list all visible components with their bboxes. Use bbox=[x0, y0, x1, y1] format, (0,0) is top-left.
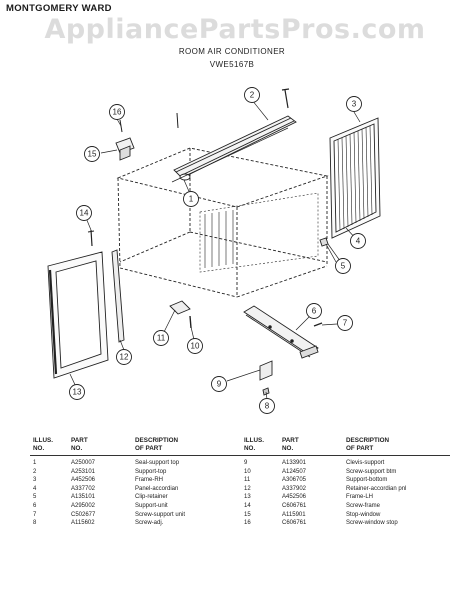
callout-6: 6 bbox=[312, 307, 317, 316]
callout-1: 1 bbox=[189, 195, 194, 204]
part-stop-window bbox=[115, 137, 135, 161]
header-illus-no: ILLUS.NO. bbox=[30, 437, 71, 456]
callout-4: 4 bbox=[356, 237, 361, 246]
callout-2: 2 bbox=[250, 91, 255, 100]
part-frame-rh bbox=[329, 117, 381, 239]
callout-12: 12 bbox=[120, 353, 129, 362]
callout-11: 11 bbox=[157, 334, 166, 343]
part-clevis-support bbox=[259, 360, 273, 381]
diagram-title: ROOM AIR CONDITIONER bbox=[178, 47, 286, 56]
part-frame-lh bbox=[47, 251, 109, 379]
part-support-bottom bbox=[169, 300, 191, 315]
callout-16: 16 bbox=[113, 108, 122, 117]
part-retainer bbox=[111, 249, 125, 343]
part-support-top bbox=[173, 115, 297, 181]
callout-8: 8 bbox=[265, 402, 270, 411]
callout-10: 10 bbox=[191, 342, 200, 351]
callout-13: 13 bbox=[73, 388, 82, 397]
part-support-unit bbox=[243, 305, 319, 359]
callout-14: 14 bbox=[80, 209, 89, 218]
watermark: AppliancePartsPros.com bbox=[44, 14, 426, 45]
model-number: VWE5167B bbox=[209, 60, 255, 69]
part-seal-support-top bbox=[171, 127, 289, 183]
cabinet-outline bbox=[116, 147, 329, 298]
callout-3: 3 bbox=[352, 100, 357, 109]
brand-name: MONTGOMERY WARD bbox=[6, 3, 112, 14]
callout-5: 5 bbox=[341, 262, 346, 271]
header-illus-no: ILLUS.NO. bbox=[241, 437, 282, 456]
exploded-parts-diagram: 1 2 3 4 5 6 7 8 9 10 11 12 13 14 15 16 bbox=[47, 87, 381, 414]
callout-9: 9 bbox=[217, 380, 222, 389]
inner-accordion bbox=[199, 192, 319, 273]
callout-15: 15 bbox=[88, 150, 97, 159]
callout-7: 7 bbox=[343, 319, 348, 328]
